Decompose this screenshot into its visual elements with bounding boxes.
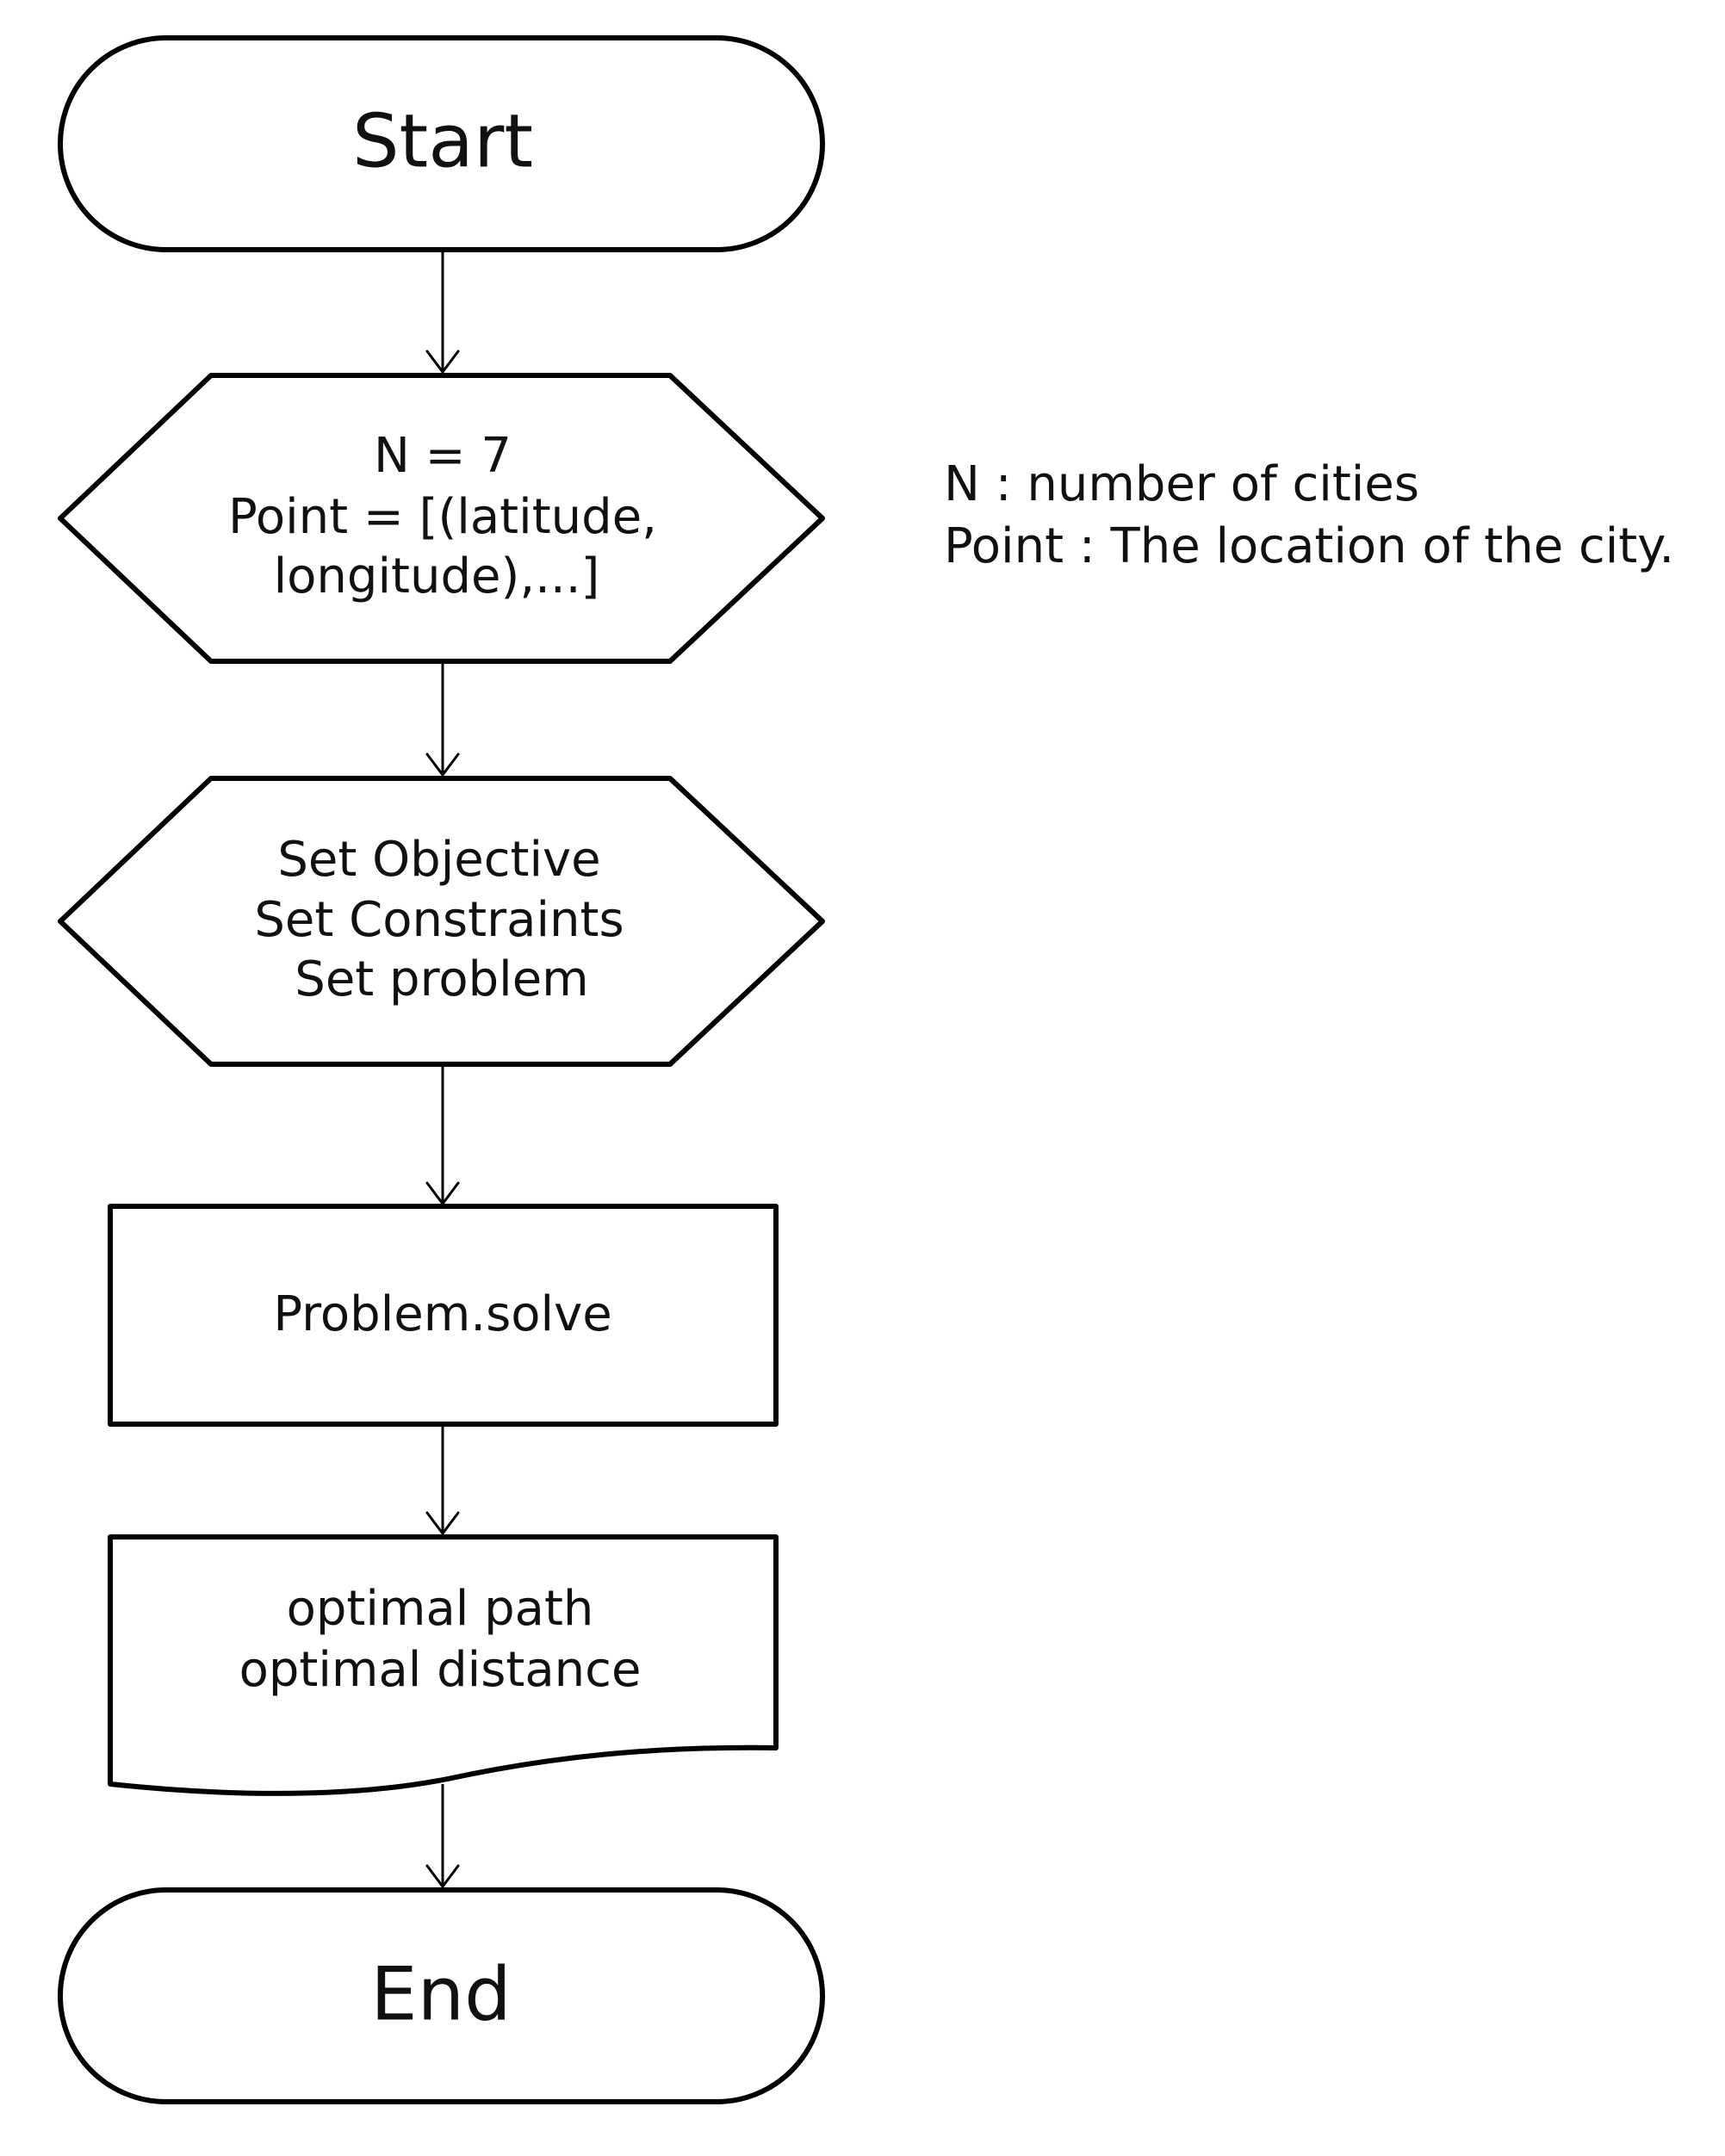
setup-hexagon-shape <box>58 776 825 1067</box>
setup-line-2: Set Constraints <box>254 892 624 948</box>
arrowhead-input <box>425 350 460 374</box>
arrowhead-output <box>425 1511 460 1535</box>
solve-process-shape <box>108 1204 779 1427</box>
start-terminator-shape <box>58 35 825 252</box>
output-line-2: optimal distance <box>239 1642 642 1698</box>
solve-label: Problem.solve <box>273 1286 611 1342</box>
solve-node: Problem.solve <box>108 1204 779 1427</box>
input-hexagon-shape <box>58 373 825 664</box>
output-document-shape <box>108 1534 779 1796</box>
setup-line-3: Set problem <box>295 951 588 1007</box>
input-line-2: Point = [(latitude, <box>228 489 657 545</box>
arrowhead-end <box>425 1864 460 1888</box>
start-node: Start <box>58 35 825 252</box>
start-label: Start <box>352 98 533 184</box>
setup-line-1: Set Objective <box>277 832 600 888</box>
end-node: End <box>58 1887 825 2104</box>
legend-line-1: N : number of cities <box>944 456 1419 512</box>
output-line-1: optimal path <box>287 1581 594 1637</box>
input-line-1: N = 7 <box>374 428 512 484</box>
end-label: End <box>370 1951 511 2037</box>
input-node: N = 7 Point = [(latitude, longitude),...… <box>58 373 825 664</box>
end-terminator-shape <box>58 1887 825 2104</box>
input-line-3: longitude),...] <box>274 548 600 604</box>
arrowhead-setup <box>425 753 460 777</box>
output-node: optimal path optimal distance <box>108 1534 779 1796</box>
legend-line-2: Point : The location of the city. <box>944 518 1674 574</box>
legend: N : number of cities Point : The locatio… <box>944 456 1674 574</box>
setup-node: Set Objective Set Constraints Set proble… <box>58 776 825 1067</box>
